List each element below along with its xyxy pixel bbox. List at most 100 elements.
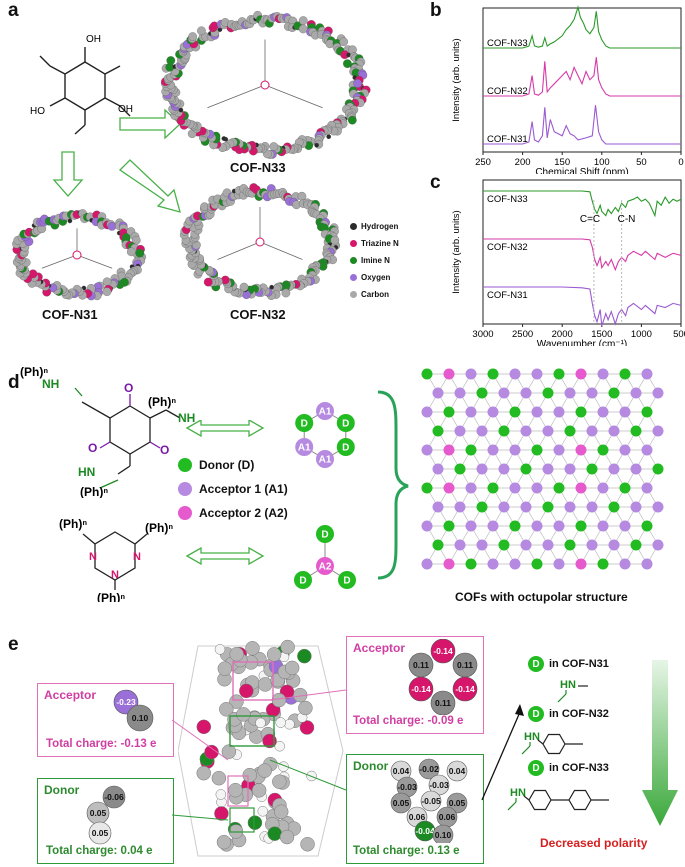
lattice-node <box>564 463 576 475</box>
node-ball <box>316 525 334 543</box>
lattice-node <box>476 387 488 399</box>
charge-value: 0.11 <box>413 660 429 670</box>
charge-value: -0.05 <box>421 796 441 806</box>
lattice-node <box>487 520 499 532</box>
donor-badge: D <box>528 706 544 722</box>
legend-label: Imine N <box>361 256 390 265</box>
lattice-node <box>509 406 521 418</box>
fragment-structure: HN <box>507 787 609 811</box>
panel-c-letter: c <box>430 172 441 193</box>
atom-ball <box>273 804 289 820</box>
lattice-node <box>487 406 499 418</box>
series-label: COF-N31 <box>487 134 528 145</box>
x-axis-label: Chemical Shift (ppm) <box>535 167 628 174</box>
atom-ball <box>67 218 73 224</box>
lattice-node <box>476 463 488 475</box>
charge-value: -0.14 <box>411 684 431 694</box>
node-label: D <box>299 576 306 587</box>
legend-dot <box>350 291 357 298</box>
hn-bottom: HN <box>78 465 95 479</box>
lattice-node <box>553 520 565 532</box>
donor-left-title: Donor <box>44 783 80 797</box>
atom-ball <box>239 282 249 292</box>
lattice-node <box>531 558 543 570</box>
charge-atom <box>430 639 456 664</box>
atom-ball <box>326 134 332 140</box>
atom-ball <box>214 644 226 655</box>
lattice-node <box>641 482 653 494</box>
charge-value: 0.05 <box>92 828 109 838</box>
lattice-node <box>476 425 488 437</box>
lattice-node <box>443 520 455 532</box>
lattice-node <box>454 539 466 551</box>
o-left: O <box>88 441 97 455</box>
lattice-node <box>608 539 620 551</box>
lattice-node <box>465 482 477 494</box>
x-tick-label: 1500 <box>591 329 612 340</box>
atom-ball <box>217 661 233 676</box>
atom-ball <box>272 774 287 789</box>
ph-b: (Ph)ⁿ <box>97 591 125 602</box>
legend-label: Triazine N <box>361 239 399 248</box>
legend-dot <box>178 482 192 496</box>
lattice-node <box>652 425 664 437</box>
node-label: A2 <box>319 562 332 573</box>
donor-badge: D <box>528 760 544 776</box>
atom-ball <box>188 32 198 41</box>
cof-n32-label: COF-N32 <box>230 307 286 322</box>
atom-ball <box>166 56 176 65</box>
atom-oh-right: OH <box>118 104 133 115</box>
lattice-node <box>454 425 466 437</box>
lattice-node <box>553 368 565 380</box>
fragment-structure: HN <box>521 731 583 755</box>
o-right: O <box>160 443 169 457</box>
lattice-node <box>597 482 609 494</box>
atom-ball <box>247 815 263 830</box>
lattice-node <box>487 444 499 456</box>
lattice-node <box>520 387 532 399</box>
x-tick-label: 0 <box>678 157 683 168</box>
lattice-node <box>641 368 653 380</box>
lattice-node <box>564 387 576 399</box>
polarity-item-label: in COF-N31 <box>549 658 609 670</box>
lattice-node <box>454 501 466 513</box>
charge-atom <box>452 676 478 702</box>
atom-ball <box>284 660 300 676</box>
fragment-atom: HN <box>524 731 540 743</box>
acceptor-left-total: Total charge: -0.13 e <box>46 738 157 750</box>
series-label: COF-N32 <box>487 242 528 253</box>
lattice-node <box>553 406 565 418</box>
atom-ball <box>239 683 254 699</box>
atom-legend-item: Imine N <box>350 256 390 265</box>
atom-ball <box>279 829 295 845</box>
legend-dot <box>178 458 192 472</box>
legend-dot <box>350 223 357 230</box>
atom-ball <box>216 834 232 850</box>
lattice-node <box>619 368 631 380</box>
x-tick-label: 1000 <box>631 329 652 340</box>
donor-right-title: Donor <box>353 759 389 773</box>
octupolar-lattice <box>421 368 664 570</box>
lattice-node <box>630 425 642 437</box>
atom-ball <box>300 837 315 852</box>
cof-n31-label: COF-N31 <box>42 307 98 322</box>
panel-b-letter: b <box>430 0 442 21</box>
atom-ball <box>257 763 272 778</box>
chart-frame <box>482 7 682 153</box>
atom-legend-item: Oxygen <box>350 273 390 282</box>
lattice-node <box>454 463 466 475</box>
legend-label: Acceptor 1 (A1) <box>199 482 288 496</box>
legend-dot <box>350 240 357 247</box>
charge-value: 0.04 <box>393 766 410 776</box>
charge-atom <box>88 821 112 845</box>
series-line <box>483 238 682 272</box>
legend-dot <box>350 274 357 281</box>
lattice-node <box>443 406 455 418</box>
polarity-item-label: in COF-N33 <box>549 762 609 774</box>
lattice-node <box>509 558 521 570</box>
charge-value: 0.05 <box>449 798 466 808</box>
